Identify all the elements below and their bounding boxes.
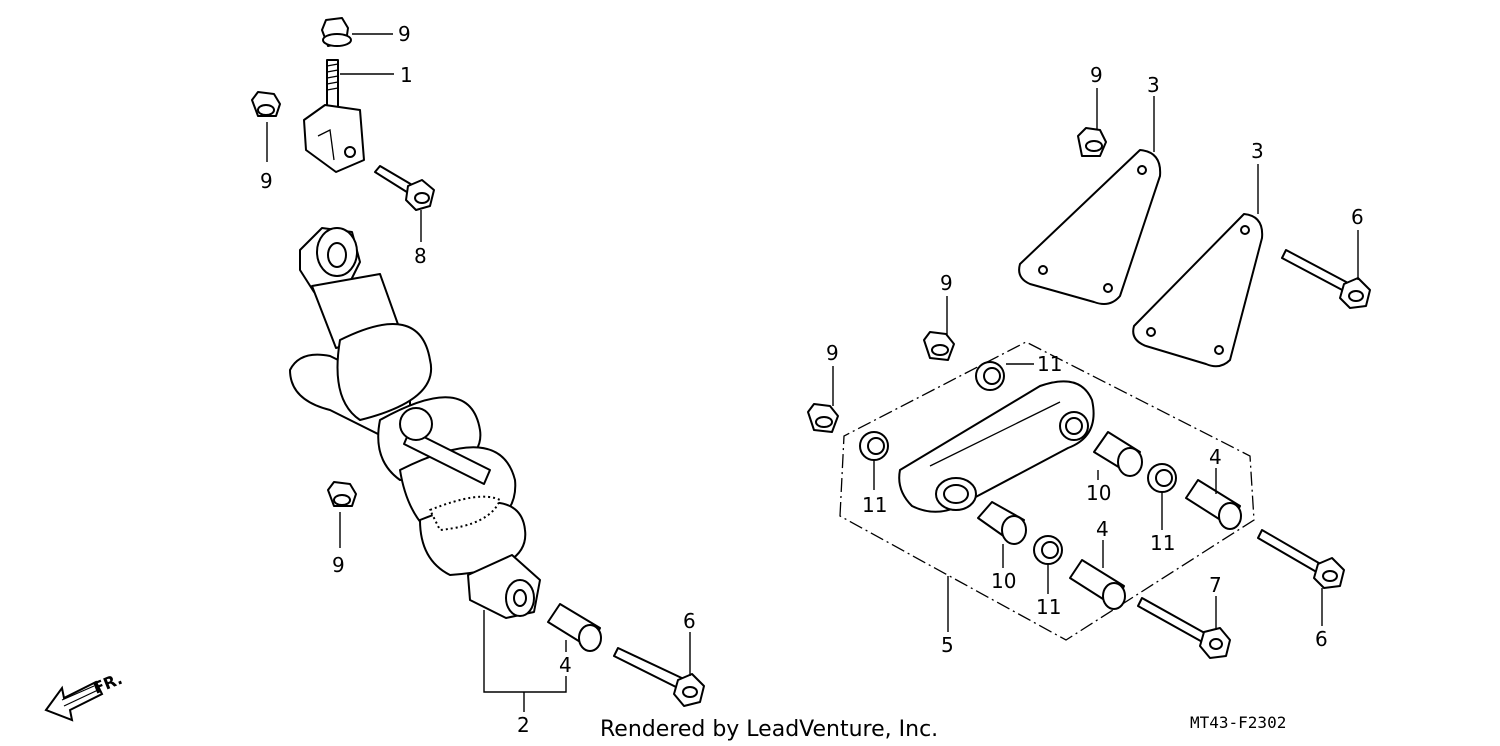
callout-2: 2 (517, 713, 530, 737)
bolt-6-lower-right (1257, 529, 1345, 589)
callout-11: 11 (1150, 531, 1175, 555)
shock-link-arm (898, 380, 1095, 513)
callout-4: 4 (1096, 517, 1109, 541)
collar-spacer-right-b (1069, 559, 1126, 610)
flange-nut-right-low (807, 403, 839, 433)
bolt-6-lower-left (613, 647, 705, 707)
callout-8: 8 (414, 244, 427, 268)
needle-bearing-c (1147, 463, 1177, 493)
bolt-8 (374, 165, 435, 211)
callout-3: 3 (1251, 139, 1264, 163)
link-plate-upper (1018, 149, 1162, 305)
callout-10: 10 (1086, 481, 1111, 505)
diagram-code: MT43-F2302 (1190, 713, 1286, 732)
callout-5: 5 (941, 633, 954, 657)
link-plate-lower (1132, 213, 1264, 368)
callout-9: 9 (260, 169, 273, 193)
callout-9: 9 (1090, 63, 1103, 87)
flange-nut-right-top (1077, 127, 1107, 157)
callout-6: 6 (683, 609, 696, 633)
callout-10: 10 (991, 569, 1016, 593)
collar-spacer-right-a (1185, 479, 1242, 530)
front-direction-arrow (44, 680, 104, 722)
callout-9: 9 (332, 553, 345, 577)
front-direction-label: FR. (90, 669, 125, 698)
flange-nut-middle (327, 481, 357, 507)
callout-3: 3 (1147, 73, 1160, 97)
callout-9: 9 (940, 271, 953, 295)
callout-6: 6 (1351, 205, 1364, 229)
callout-4: 4 (559, 653, 572, 677)
needle-bearing-b (859, 431, 889, 461)
callout-4: 4 (1209, 445, 1222, 469)
upper-mount-bracket (303, 104, 365, 173)
flange-nut-left (251, 91, 281, 117)
callout-9: 9 (826, 341, 839, 365)
collar-10-lower (977, 501, 1027, 545)
callout-9: 9 (398, 22, 411, 46)
callout-6: 6 (1315, 627, 1328, 651)
flange-nut-top (321, 17, 352, 47)
needle-bearing-d (1033, 535, 1063, 565)
callout-11: 11 (1036, 595, 1061, 619)
rear-shock-absorber (289, 227, 541, 619)
callout-11: 11 (862, 493, 887, 517)
flange-nut-right-mid (923, 331, 955, 361)
collar-10-upper (1093, 431, 1143, 477)
render-credit: Rendered by LeadVenture, Inc. (600, 717, 938, 742)
callout-11: 11 (1037, 352, 1062, 376)
socket-bolt-7 (1137, 597, 1231, 659)
callout-1: 1 (400, 63, 413, 87)
collar-spacer-left (547, 603, 602, 652)
bolt-6-upper-right (1281, 249, 1371, 309)
needle-bearing-a (975, 361, 1005, 391)
callout-7: 7 (1209, 573, 1222, 597)
link-kit-outline (839, 341, 1255, 641)
